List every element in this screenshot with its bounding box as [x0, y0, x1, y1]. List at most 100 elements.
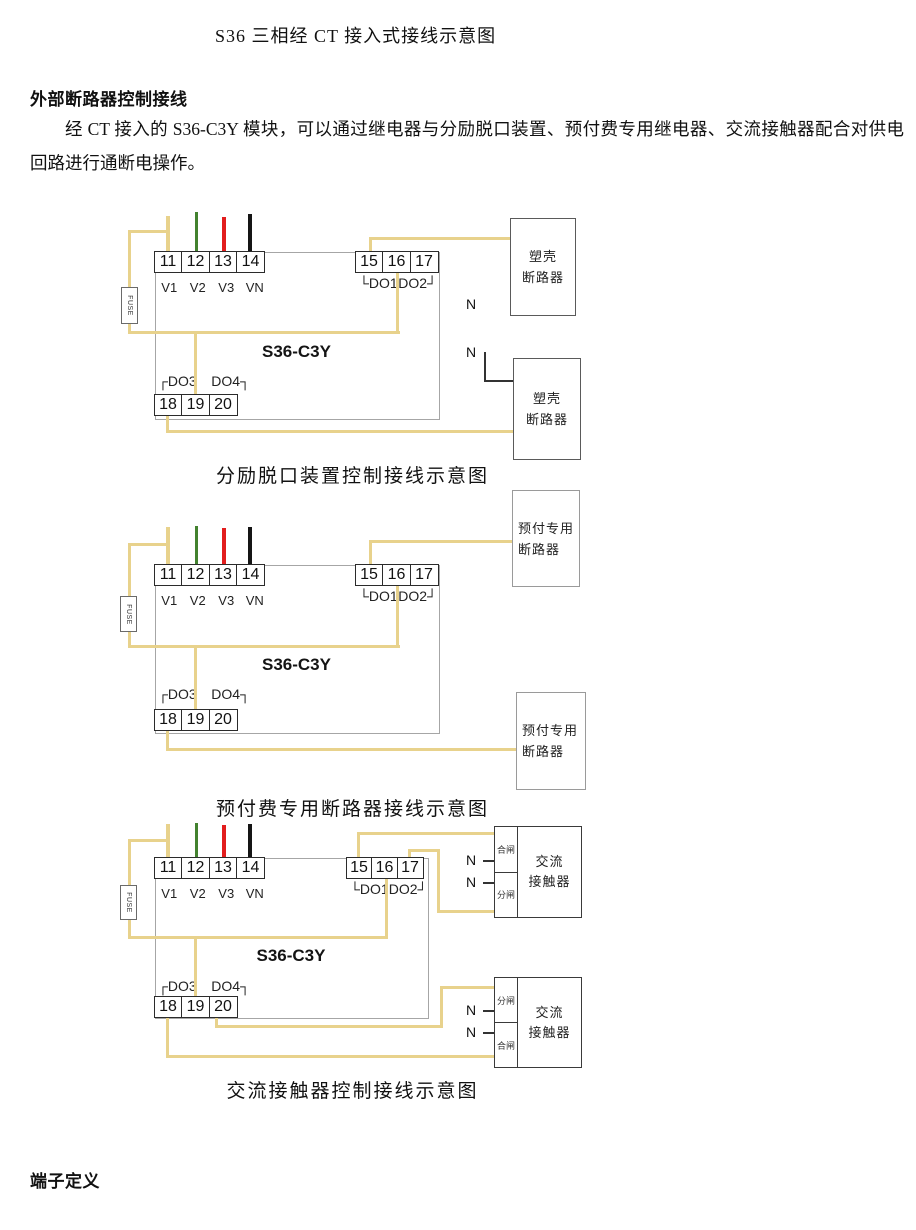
- label-do3: ┌DO3: [158, 373, 197, 389]
- label-v3: V3: [218, 886, 235, 901]
- breaker-label: 塑壳: [528, 249, 557, 264]
- wire-segment: [166, 731, 169, 750]
- wire-neutral: [483, 1010, 494, 1012]
- wire-v3: [222, 825, 226, 859]
- terminal-19: 19: [181, 394, 210, 416]
- contactor-label: 交流 接触器: [518, 827, 581, 917]
- label-v1: V1: [161, 593, 178, 608]
- contactor-cell-open: 分闸: [496, 890, 515, 901]
- breaker-label: 断路器: [521, 270, 564, 285]
- terminal-11: 11: [153, 564, 183, 586]
- wire-segment: [128, 230, 131, 334]
- wire-segment: [437, 849, 440, 913]
- diagram1-caption: 分励脱口装置控制接线示意图: [215, 466, 489, 487]
- section-heading: 外部断路器控制接线: [30, 90, 188, 109]
- label-do2: DO2┘: [388, 881, 428, 897]
- module-name: S36-C3Y: [262, 655, 331, 674]
- wire-segment: [128, 645, 400, 648]
- divider: [495, 1022, 517, 1023]
- wire-segment: [215, 1025, 443, 1028]
- terminal-strip-right: 15 16 17: [345, 857, 424, 879]
- wire-segment: [369, 540, 372, 566]
- wire-segment: [369, 237, 372, 252]
- contactor-label: 交流 接触器: [518, 978, 581, 1067]
- terminal-13: 13: [208, 251, 238, 273]
- terminal-16: 16: [382, 251, 411, 273]
- wire-segment: [408, 849, 411, 858]
- wire-segment: [369, 237, 511, 240]
- terminal-strip-top: 11 12 13 14: [153, 251, 265, 273]
- label-v3: V3: [218, 280, 235, 295]
- terminal-17: 17: [396, 857, 424, 879]
- do-top-labels: └DO1 DO2┘: [359, 275, 437, 291]
- label-do1: └DO1: [359, 588, 398, 604]
- wire-segment: [166, 415, 169, 433]
- label-do4: DO4┐: [211, 978, 250, 994]
- label-do1: └DO1: [350, 881, 389, 897]
- wire-neutral: [483, 882, 494, 884]
- label-v1: V1: [161, 280, 178, 295]
- terminal-14: 14: [236, 564, 265, 586]
- label-do2: DO2┘: [398, 588, 437, 604]
- wire-segment: [194, 331, 197, 395]
- terminal-12: 12: [181, 564, 210, 586]
- contactor-cell-close: 合闸: [496, 844, 515, 855]
- terminal-11: 11: [153, 251, 183, 273]
- terminal-17: 17: [409, 251, 439, 273]
- wire-segment: [194, 936, 197, 997]
- wire-neutral: [484, 380, 513, 382]
- breaker-label: 预付专用: [522, 723, 579, 738]
- wire-vn: [248, 824, 252, 859]
- wire-segment: [166, 748, 518, 751]
- terminal-19: 19: [181, 996, 210, 1018]
- wire-segment: [215, 1017, 218, 1028]
- terminal-strip-bottom: 18 19 20: [153, 394, 238, 416]
- voltage-labels: V1 V2 V3 VN: [155, 886, 269, 901]
- terminal-definition-heading: 端子定义: [30, 1172, 100, 1191]
- wire-neutral: [483, 1032, 494, 1034]
- terminal-13: 13: [208, 564, 238, 586]
- terminal-20: 20: [208, 394, 238, 416]
- wire-segment: [194, 645, 197, 711]
- wire-segment: [357, 832, 494, 835]
- neutral-label: N: [466, 1002, 477, 1018]
- breaker-box: 塑壳 断路器: [513, 358, 581, 460]
- wire-v1: [166, 216, 170, 253]
- label-vn: VN: [245, 593, 264, 608]
- divider: [495, 871, 517, 873]
- terminal-19: 19: [181, 709, 210, 731]
- wire-v2: [195, 823, 198, 859]
- terminal-14: 14: [236, 857, 265, 879]
- wire-segment: [128, 331, 400, 334]
- breaker-box: 预付专用 断路器: [516, 692, 586, 790]
- fuse-symbol: FUSE: [121, 287, 138, 324]
- terminal-18: 18: [153, 394, 183, 416]
- wire-segment: [408, 849, 440, 852]
- terminal-strip-bottom: 18 19 20: [153, 996, 238, 1018]
- terminal-12: 12: [181, 251, 210, 273]
- contactor-label-line: 接触器: [528, 1024, 571, 1040]
- terminal-strip-bottom: 18 19 20: [153, 709, 238, 731]
- contactor-box: 合闸 分闸 交流 接触器: [494, 826, 582, 918]
- module-name: S36-C3Y: [256, 946, 326, 965]
- terminal-13: 13: [208, 857, 238, 879]
- fuse-label: FUSE: [126, 295, 134, 316]
- wire-segment: [357, 832, 360, 858]
- label-do2: DO2┘: [398, 275, 437, 291]
- label-v2: V2: [189, 593, 206, 608]
- contactor-box: 分闸 合闸 交流 接触器: [494, 977, 582, 1068]
- do-bottom-labels: ┌DO3 DO4┐: [158, 686, 250, 702]
- terminal-strip-right: 15 16 17: [354, 251, 439, 273]
- terminal-18: 18: [153, 709, 183, 731]
- wire-segment: [128, 936, 388, 939]
- label-v2: V2: [189, 886, 206, 901]
- breaker-label: 断路器: [522, 744, 565, 759]
- terminal-strip-right: 15 16 17: [354, 564, 439, 586]
- wire-v3: [222, 528, 226, 565]
- terminal-17: 17: [409, 564, 439, 586]
- wire-segment: [385, 878, 388, 938]
- breaker-label: 断路器: [518, 541, 561, 557]
- wire-v2: [195, 526, 198, 565]
- contactor-cell-close: 合闸: [496, 1040, 515, 1051]
